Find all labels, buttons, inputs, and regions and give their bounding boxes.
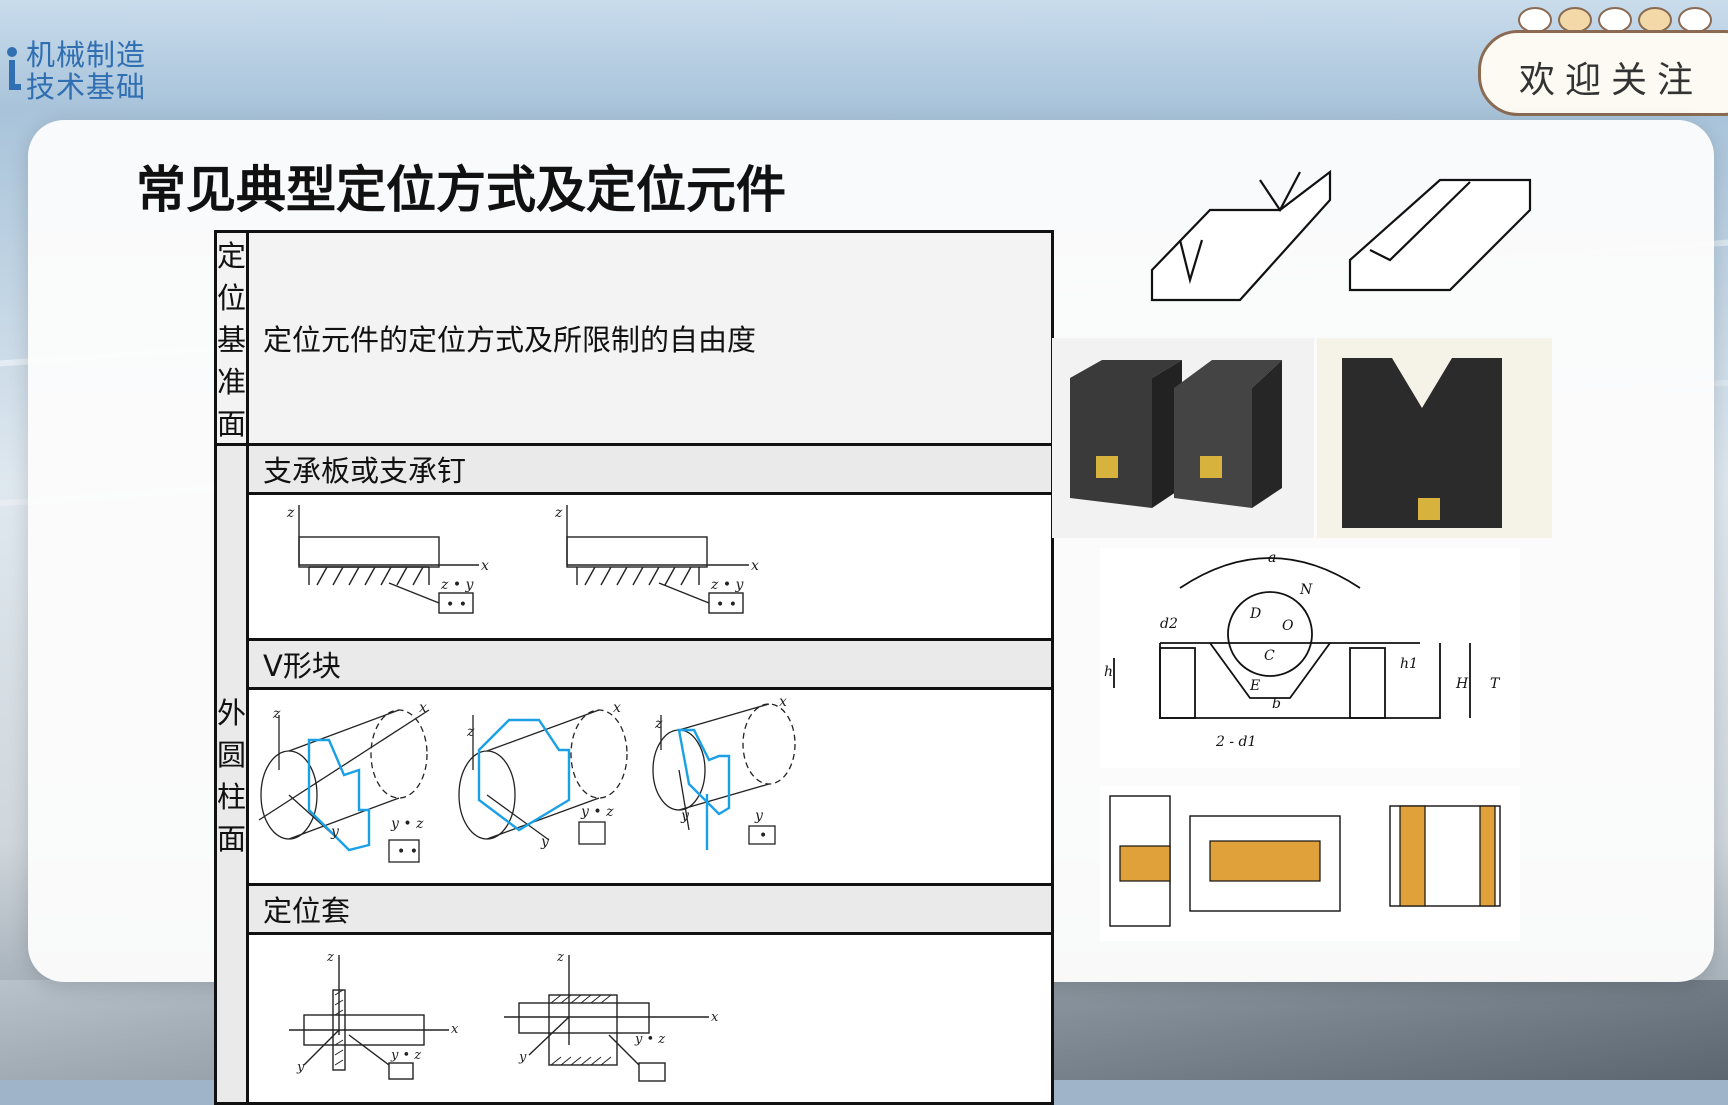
drawing-support-plate: z x z • y • • z x z • y • • bbox=[246, 492, 1055, 641]
vb-z-1: z bbox=[272, 706, 281, 722]
locating-sleeve-diagram: z x y y • z z x y y • z bbox=[289, 950, 719, 1082]
logo-mark-icon bbox=[7, 47, 21, 90]
vb-c-2: y • z bbox=[580, 804, 614, 820]
dim-a: a bbox=[1268, 550, 1276, 566]
axis-x-2: x bbox=[751, 558, 759, 574]
dim-d1: 2 - d1 bbox=[1215, 734, 1256, 750]
dim-E: E bbox=[1249, 678, 1260, 694]
dim-O: O bbox=[1282, 618, 1294, 634]
vb-c-3: y bbox=[754, 808, 764, 824]
table-header-row: 定位基准面 定位元件的定位方式及所限制的自由度 bbox=[213, 230, 1055, 446]
dim-b: b bbox=[1272, 696, 1281, 712]
ls-z-1: z bbox=[326, 950, 334, 965]
ls-y-1: y bbox=[296, 1060, 305, 1075]
slide-title: 常见典型定位方式及定位元件 bbox=[136, 161, 786, 219]
dim-d2: d2 bbox=[1160, 616, 1178, 632]
axis-x-1: x bbox=[481, 558, 489, 574]
header-locating-method: 定位元件的定位方式及所限制的自由度 bbox=[246, 230, 1055, 446]
drawing-v-block: z x y y • z • • z x y y • z z x y y • bbox=[246, 687, 1055, 886]
v-block-sketch-image bbox=[1150, 170, 1532, 302]
locating-table: 定位基准面 定位元件的定位方式及所限制的自由度 外圆柱面 支承板或支承钉 bbox=[213, 230, 1055, 1105]
dim-C: C bbox=[1264, 648, 1275, 664]
ls-y-2: y bbox=[518, 1050, 527, 1065]
v-block-photo-image bbox=[1052, 338, 1552, 538]
vb-x-1: x bbox=[419, 700, 427, 716]
ls-c-2: y • z bbox=[634, 1032, 665, 1047]
ls-x-2: x bbox=[711, 1010, 719, 1025]
v-block-diagram: z x y y • z • • z x y y • z z x y y • bbox=[258, 694, 796, 863]
support-plate-diagram: z x z • y • • z x z • y • • bbox=[286, 505, 759, 614]
dim-h1: h1 bbox=[1400, 656, 1418, 672]
constraint-label-2: z • y bbox=[710, 577, 745, 593]
vb-y-3: y bbox=[680, 808, 690, 824]
vb-x-2: x bbox=[613, 700, 621, 716]
dim-H: H bbox=[1455, 676, 1469, 692]
section-locating-sleeve: 定位套 bbox=[246, 883, 1055, 935]
ls-c-1: y • z bbox=[390, 1048, 421, 1063]
row-label-cylinder: 外圆柱面 bbox=[213, 443, 250, 1105]
logo-line2: 技术基础 bbox=[26, 70, 147, 104]
vb-z-3: z bbox=[654, 716, 663, 732]
axis-z-1: z bbox=[286, 505, 295, 521]
vb-d-1: • • bbox=[397, 844, 418, 860]
vb-z-2: z bbox=[466, 724, 475, 740]
follow-badge-text: 欢迎关注 bbox=[1519, 60, 1704, 101]
ls-z-2: z bbox=[556, 950, 564, 965]
constraint-dots-2: • • bbox=[716, 597, 737, 613]
dim-D: D bbox=[1249, 606, 1261, 622]
logo-line1: 机械制造 bbox=[26, 38, 147, 72]
course-logo: 机械制造 技术基础 bbox=[6, 30, 147, 104]
dim-h: h bbox=[1104, 664, 1113, 680]
follow-badge[interactable]: 欢迎关注 bbox=[1478, 30, 1728, 116]
locating-sleeve-section-drawing bbox=[1100, 786, 1520, 941]
axis-z-2: z bbox=[554, 505, 563, 521]
vb-c-1: y • z bbox=[390, 816, 424, 832]
constraint-dots-1: • • bbox=[446, 597, 467, 613]
dim-N: N bbox=[1299, 582, 1313, 598]
vb-y-1: y bbox=[330, 824, 340, 840]
section-support-plate: 支承板或支承钉 bbox=[246, 443, 1055, 495]
v-block-dimension-drawing: a N D O C E b d2 h h1 H T 2 - d1 bbox=[1100, 548, 1520, 768]
constraint-label-1: z • y bbox=[440, 577, 475, 593]
section-v-block: V形块 bbox=[246, 638, 1055, 690]
vb-x-3: x bbox=[779, 694, 787, 710]
dim-T: T bbox=[1490, 676, 1501, 692]
header-datum-surface: 定位基准面 bbox=[213, 230, 250, 446]
vb-d-3: • bbox=[759, 828, 767, 844]
ls-x-1: x bbox=[451, 1022, 459, 1037]
vb-y-2: y bbox=[540, 834, 550, 850]
drawing-locating-sleeve: z x y y • z z x y y • z bbox=[246, 932, 1055, 1105]
cat-mascots-icon bbox=[1518, 7, 1712, 30]
